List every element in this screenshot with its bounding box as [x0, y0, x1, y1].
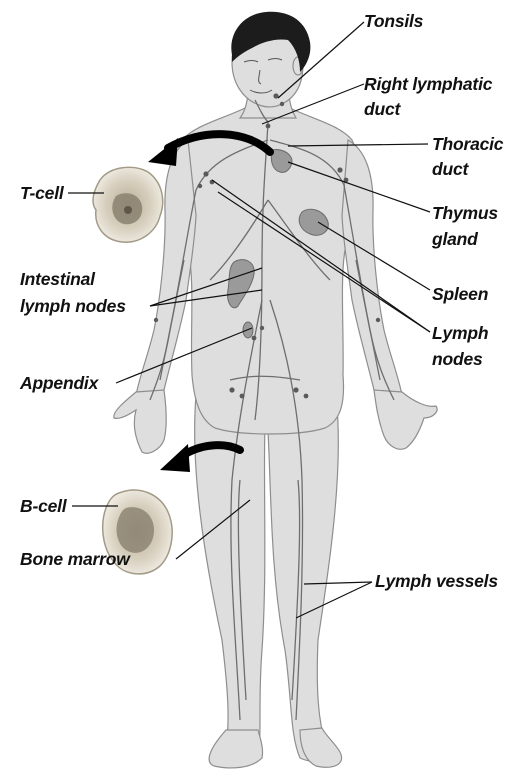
right-foot	[209, 730, 262, 768]
label-thoracic-duct-1: Thoracic	[432, 133, 503, 155]
label-thymus-gland-1: Thymus	[432, 202, 498, 224]
label-thoracic-duct-2: duct	[432, 158, 468, 180]
label-bone-marrow: Bone marrow	[20, 548, 130, 570]
label-appendix: Appendix	[20, 372, 98, 394]
left-foot	[300, 728, 342, 767]
label-intestinal-lymph-nodes-1: Intestinal	[20, 268, 95, 290]
left-hand	[374, 390, 437, 449]
label-spleen: Spleen	[432, 283, 488, 305]
label-thymus-gland-2: gland	[432, 228, 478, 250]
label-b-cell: B-cell	[20, 495, 66, 517]
label-lymph-nodes-1: Lymph	[432, 322, 488, 344]
label-right-lymphatic-duct-1: Right lymphatic	[364, 73, 492, 95]
label-right-lymphatic-duct-2: duct	[364, 98, 400, 120]
label-lymph-nodes-2: nodes	[432, 348, 483, 370]
torso	[176, 108, 358, 434]
label-tonsils: Tonsils	[364, 10, 423, 32]
label-t-cell: T-cell	[20, 182, 64, 204]
human-body	[114, 22, 437, 768]
right-hand	[114, 390, 167, 453]
label-lymph-vessels: Lymph vessels	[375, 570, 498, 592]
t-cell-image	[93, 167, 163, 242]
label-intestinal-lymph-nodes-2: lymph nodes	[20, 295, 126, 317]
